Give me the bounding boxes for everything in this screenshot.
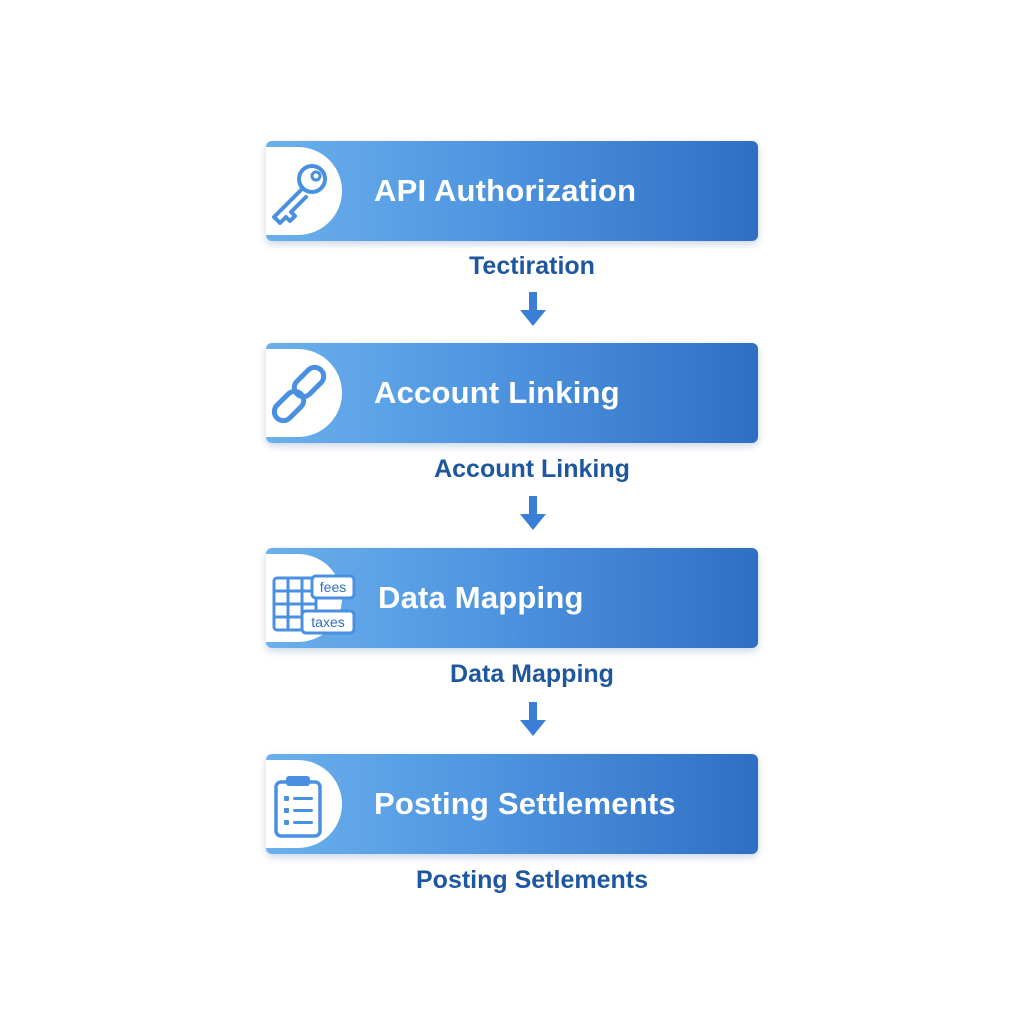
clipboard-list-icon [274,776,322,838]
step-title: Posting Settlements [374,786,676,821]
down-arrow-icon [520,702,546,736]
step-api-authorization: API Authorization [266,141,758,241]
icon-badge [266,760,342,848]
step-banner: fees taxes Data Mapping [266,548,758,648]
step-title: Data Mapping [378,580,584,615]
table-mapping-icon: fees taxes [272,574,356,635]
key-icon [272,164,327,225]
step-title: Account Linking [374,375,620,410]
step-caption: Account Linking [434,455,630,483]
step-title: API Authorization [374,173,637,208]
step-caption: Posting Setlements [416,866,648,894]
icon-badge [266,349,342,437]
down-arrow-icon [520,496,546,530]
step-banner: Posting Settlements [266,754,758,854]
step-account-linking: Account Linking [266,343,758,443]
step-banner: API Authorization [266,141,758,241]
step-banner: Account Linking [266,343,758,443]
link-icon [271,364,327,424]
down-arrow-icon [520,292,546,326]
fees-label: fees [320,579,346,595]
icon-badge: fees taxes [266,554,356,642]
step-caption: Data Mapping [450,660,614,688]
step-posting-settlements: Posting Settlements [266,754,758,854]
icon-badge [266,147,342,235]
step-data-mapping: fees taxes Data Mapping [266,548,758,648]
step-caption: Tectiration [469,252,595,280]
taxes-label: taxes [311,614,344,630]
